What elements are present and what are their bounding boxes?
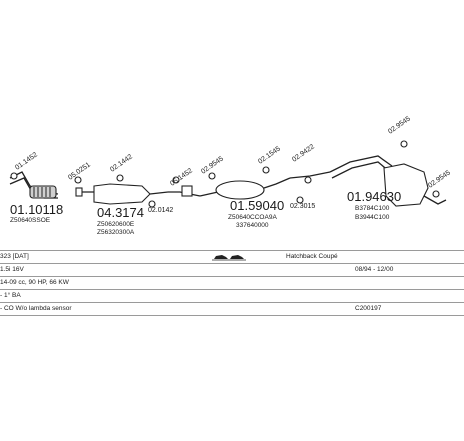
front-pipe-code: Z50640SSOE (10, 217, 51, 224)
model-cell: 323 [DAT] (0, 253, 29, 260)
rear-bolt-d: 02.3015 (290, 203, 315, 210)
table-row: 323 [DAT] Hatchback Coupé (0, 250, 464, 264)
rear-silencer (262, 140, 447, 207)
catalyst (74, 174, 169, 208)
car-body-icon (212, 255, 246, 261)
catalog-code-cell: C200197 (355, 305, 382, 312)
note-cell: - 1° BA (0, 292, 21, 299)
middle-silencer (168, 172, 291, 200)
front-pipe-number: 01.10118 (10, 202, 63, 217)
table-row: 1.5i 16V 08/94 - 12/00 (0, 264, 464, 277)
middle-code-2: 337640000 (236, 222, 269, 229)
rear-bolt-c: 02.1545 (257, 145, 282, 165)
front-pipe (9, 171, 59, 199)
body-type-cell: Hatchback Coupé (286, 253, 338, 260)
rear-bolt-b: 02.9422 (291, 143, 316, 163)
rear-code-1: B3784C100 (355, 205, 390, 212)
table-row: - 1° BA (0, 290, 464, 303)
sensor-cell: - CO W/o lambda sensor (0, 305, 72, 312)
engine-cell: 1.5i 16V (0, 266, 24, 273)
rear-code-2: B3944C100 (355, 214, 390, 221)
rear-silencer-number: 01.94630 (347, 189, 401, 204)
table-row: 14-09 cc, 90 HP, 66 KW (0, 277, 464, 290)
rear-bolt-e: 02.9545 (427, 169, 452, 189)
middle-bolt-a: 05.1452 (169, 167, 194, 187)
catalyst-bolt-b: 02.1442 (109, 153, 134, 173)
catalyst-bolt-c: 02.0142 (148, 207, 173, 214)
catalyst-code-2: Z56320300A (97, 229, 135, 236)
exhaust-system-diagram: 01.1452 01.10118 Z50640SSOE 05.0251 02.1… (9, 115, 452, 236)
table-row: - CO W/o lambda sensor C200197 (0, 303, 464, 316)
middle-code-1: Z50640CCOA9A (228, 214, 277, 221)
catalyst-number: 04.3174 (97, 205, 144, 220)
power-cell: 14-09 cc, 90 HP, 66 KW (0, 279, 69, 286)
vehicle-info-table: 323 [DAT] Hatchback Coupé 1.5i 16V 08/94… (0, 250, 464, 316)
front-bolt-number: 01.1452 (14, 151, 39, 171)
rear-bolt-a: 02.9545 (387, 115, 412, 135)
date-range-cell: 08/94 - 12/00 (355, 266, 394, 273)
catalyst-code-1: Z50620600E (97, 221, 135, 228)
middle-silencer-number: 01.59040 (230, 198, 284, 213)
